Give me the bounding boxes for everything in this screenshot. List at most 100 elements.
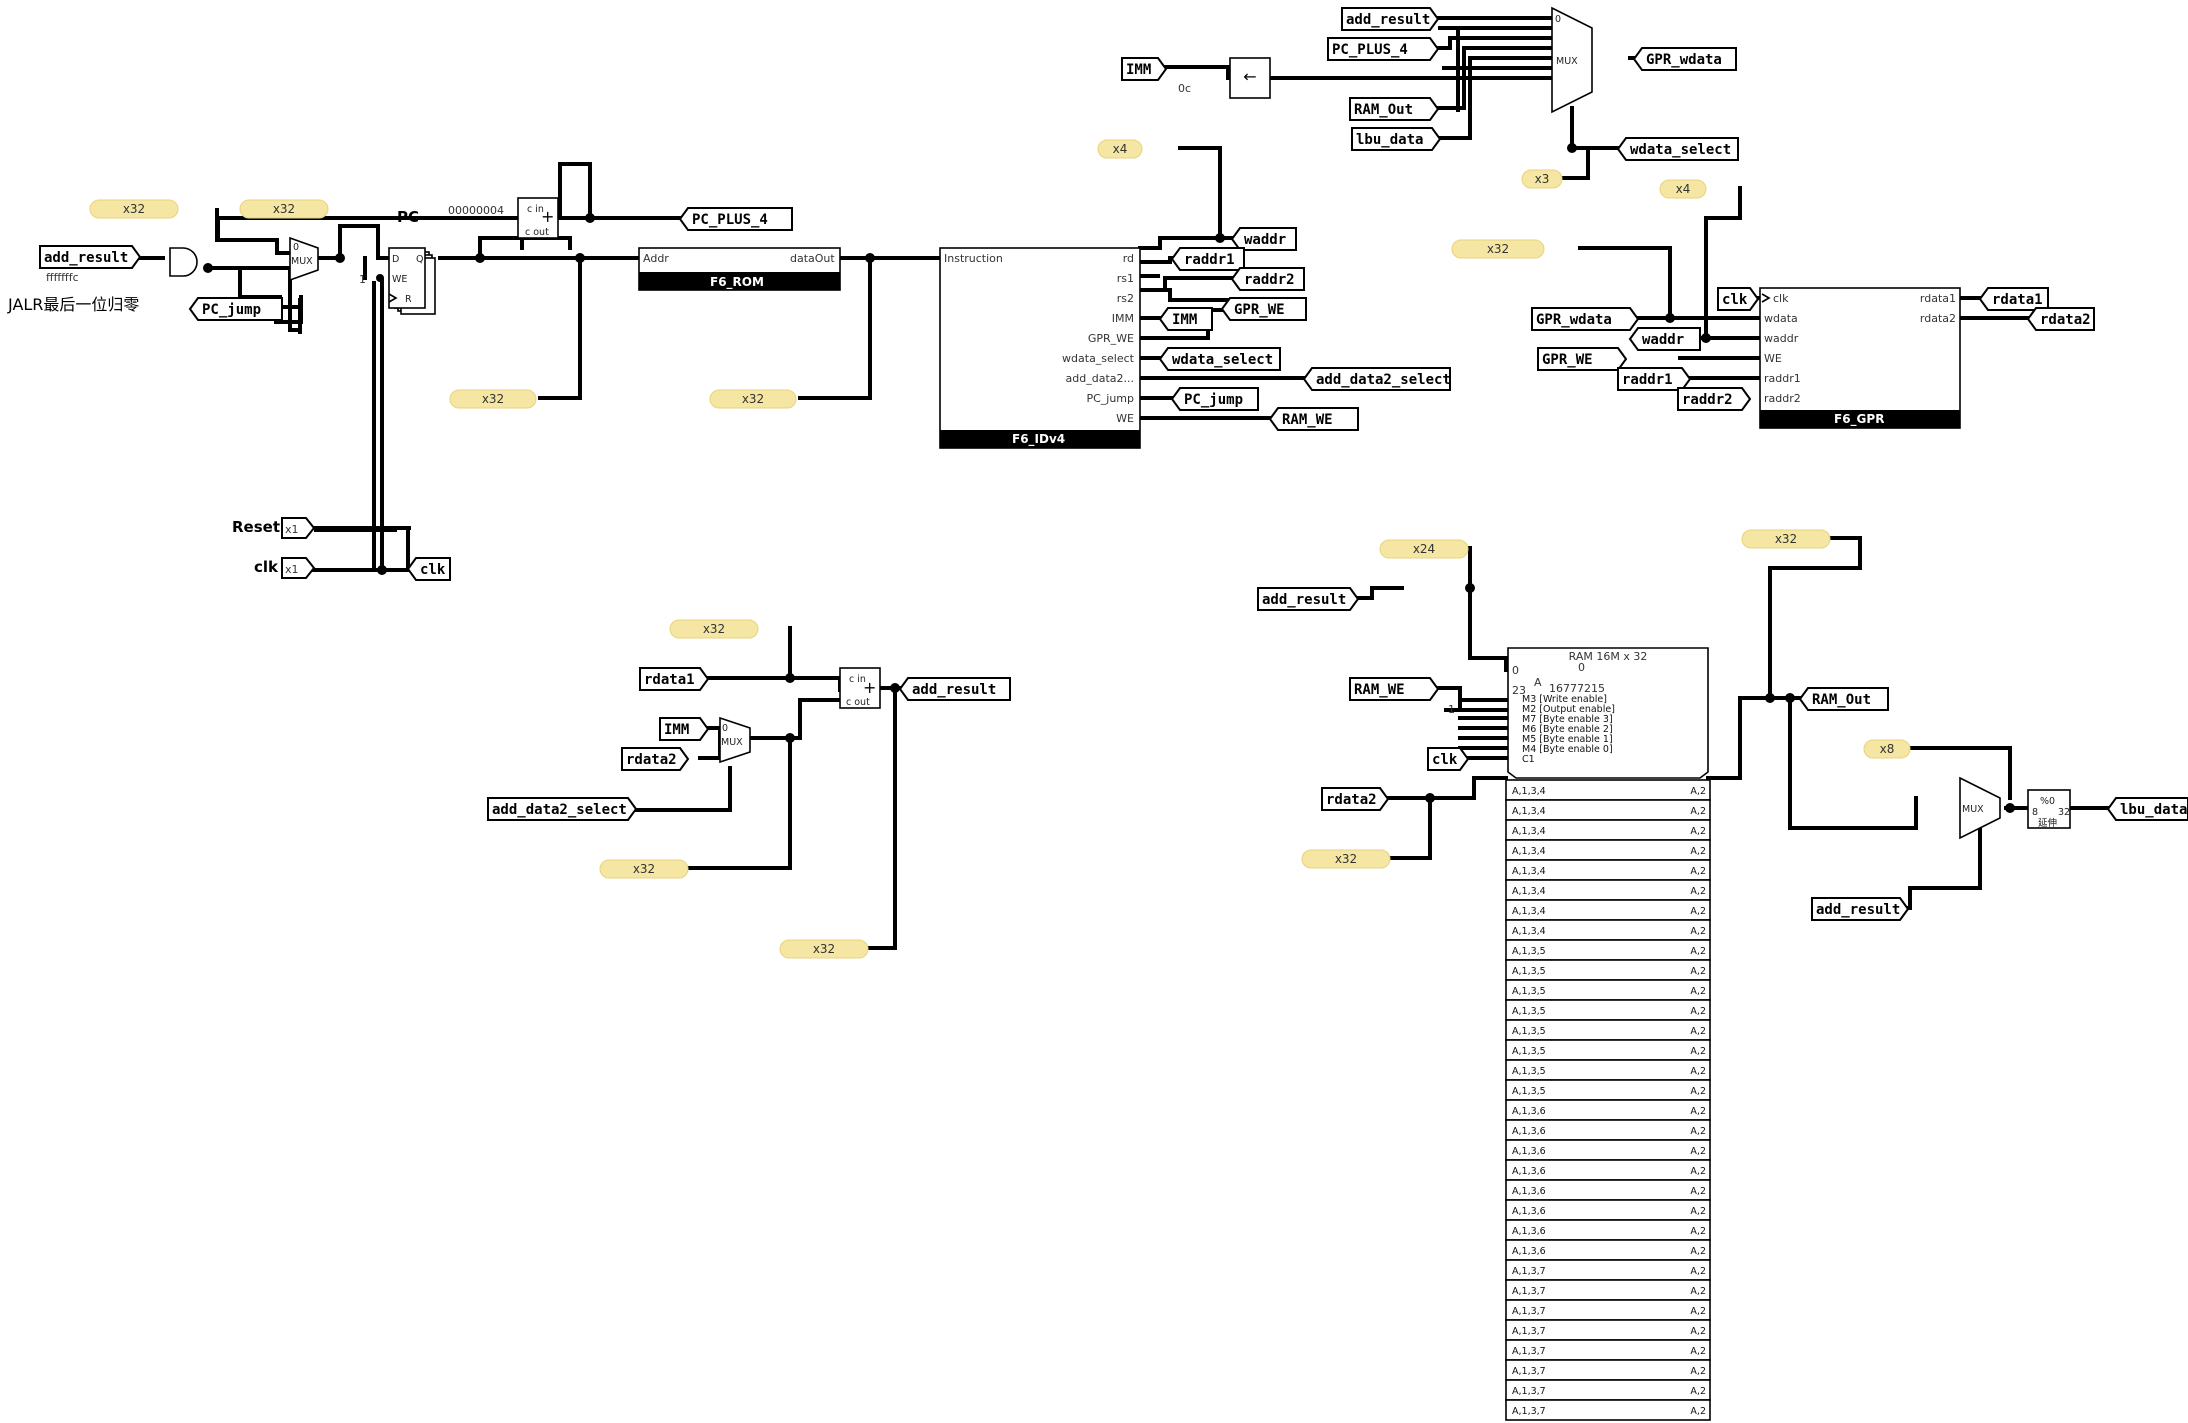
tunnel-add-result: add_result <box>898 677 1011 701</box>
id-instruction: Instruction <box>944 252 1003 265</box>
mask-constant: fffffffc <box>46 271 79 284</box>
ram-cell-right: A,2 <box>1690 1326 1706 1337</box>
svg-text:clk: clk <box>420 562 446 578</box>
svg-text:PC_PLUS_4: PC_PLUS_4 <box>1332 42 1408 58</box>
tunnel-gpr-we: GPR_WE <box>1220 297 1307 321</box>
tunnel-gpr-wdata: GPR_wdata <box>1531 307 1640 331</box>
rom-addr: Addr <box>643 252 669 265</box>
svg-text:GPR_wdata: GPR_wdata <box>1646 52 1722 68</box>
zero-extender[interactable]: %0 8 32 延伸 <box>2027 789 2071 829</box>
ram-cell-right: A,2 <box>1690 826 1706 837</box>
ext-w2: 32 <box>2058 807 2070 818</box>
tunnel-add-result: add_result <box>39 245 142 269</box>
pc-mux[interactable]: 0 MUX <box>289 236 319 282</box>
svg-text:add_data2_select: add_data2_select <box>492 802 627 818</box>
svg-text:x32: x32 <box>1487 242 1509 256</box>
f6-rom[interactable]: Addr dataOut F6_ROM <box>638 247 841 291</box>
ram-cell-left: A,1,3,5 <box>1512 1006 1546 1017</box>
ram-cell-left: A,1,3,7 <box>1512 1386 1546 1397</box>
mux-zero-label: 0 <box>1555 14 1561 25</box>
svg-text:wdata_select: wdata_select <box>1630 142 1731 158</box>
id-port-rd: rd <box>1123 252 1134 265</box>
svg-text:clk: clk <box>254 558 279 576</box>
svg-text:rdata2: rdata2 <box>2040 312 2091 328</box>
junction-dots <box>203 143 2015 813</box>
and-gate[interactable] <box>169 247 198 277</box>
ext-w1: 8 <box>2032 807 2038 818</box>
ram-cell-left: A,1,3,4 <box>1512 906 1546 917</box>
input-pin-reset[interactable]: Reset x1 <box>232 517 316 539</box>
svg-text:raddr2: raddr2 <box>1244 272 1295 288</box>
f6-gpr[interactable]: clk wdata waddr WE raddr1 raddr2 rdata1 … <box>1759 287 1961 429</box>
svg-text:x4: x4 <box>1676 182 1691 196</box>
svg-text:add_result: add_result <box>44 250 128 266</box>
gpr-port-rdata2: rdata2 <box>1920 312 1956 325</box>
svg-text:x8: x8 <box>1880 742 1895 756</box>
svg-text:RAM_Out: RAM_Out <box>1812 692 1871 708</box>
ram-cell-right: A,2 <box>1690 1306 1706 1317</box>
svg-text:IMM: IMM <box>1126 62 1151 78</box>
gpr-port-we: WE <box>1764 352 1782 365</box>
ram-cell-left: A,1,3,6 <box>1512 1226 1546 1237</box>
add-data2-mux[interactable]: 0 MUX <box>719 716 751 764</box>
id-title: F6_IDv4 <box>1012 432 1065 447</box>
svg-text:x1: x1 <box>285 523 299 536</box>
tunnel-raddr2: raddr2 <box>1677 387 1752 411</box>
svg-text:RAM_WE: RAM_WE <box>1354 682 1405 698</box>
imm-shift-box[interactable]: ← <box>1229 57 1271 99</box>
addr-adder[interactable]: c in c out + <box>839 667 881 709</box>
ram-cell-right: A,2 <box>1690 1386 1706 1397</box>
tunnel-add-result: add_result <box>1257 587 1360 611</box>
adder-cout: c out <box>846 697 870 708</box>
ram-cell-right: A,2 <box>1690 1286 1706 1297</box>
wdata-mux[interactable]: 0 MUX <box>1551 6 1593 114</box>
ext-pct: %0 <box>2040 796 2055 807</box>
ram-16m-x32[interactable]: RAM 16M x 32 0 16777215 A 0 23 M3 [Write… <box>1507 647 1709 779</box>
byte-mux[interactable]: MUX <box>1959 776 2001 840</box>
ram-cell-right: A,2 <box>1690 1186 1706 1197</box>
rom-title: F6_ROM <box>710 275 764 290</box>
gpr-port-wdata: wdata <box>1764 312 1798 325</box>
svg-text:Reset: Reset <box>232 518 280 536</box>
adder-plus: + <box>863 678 876 697</box>
ram-cell-left: A,1,3,5 <box>1512 1066 1546 1077</box>
tunnel-lbu-data: lbu_data <box>2106 797 2188 821</box>
ram-cell-right: A,2 <box>1690 946 1706 957</box>
f6-idv4[interactable]: Instruction rd rs1 rs2 IMM GPR_WE wdata_… <box>939 247 1141 449</box>
ram-line-c1: C1 <box>1522 754 1535 765</box>
ram-cell-right: A,2 <box>1690 866 1706 877</box>
add-mux-label: MUX <box>721 737 743 748</box>
ram-cell-right: A,2 <box>1690 1206 1706 1217</box>
svg-text:add_result: add_result <box>1816 902 1900 918</box>
ram-cell-left: A,1,3,5 <box>1512 1046 1546 1057</box>
arrow-icon: ← <box>1243 67 1256 86</box>
mux-zero-label: 0 <box>722 723 728 734</box>
ram-cell-left: A,1,3,4 <box>1512 926 1546 937</box>
gpr-port-waddr: waddr <box>1764 332 1799 345</box>
ram-cell-left: A,1,3,6 <box>1512 1106 1546 1117</box>
pc-register[interactable]: D Q WE R <box>388 247 436 315</box>
svg-text:x32: x32 <box>273 202 295 216</box>
probe-x32: x32 <box>1301 849 1391 869</box>
tunnel-rdata2: rdata2 <box>2026 307 2095 331</box>
svg-text:GPR_WE: GPR_WE <box>1542 352 1593 368</box>
ram-max: 16777215 <box>1549 682 1605 695</box>
tunnel-imm: IMM <box>659 717 710 741</box>
tunnel-pc-plus-4: PC_PLUS_4 <box>1327 37 1440 61</box>
pc-adder[interactable]: c in c out + <box>517 197 559 239</box>
ram-cell-right: A,2 <box>1690 1106 1706 1117</box>
tunnel-waddr: waddr <box>1628 327 1701 351</box>
id-port-gpr-we: GPR_WE <box>1088 332 1134 345</box>
